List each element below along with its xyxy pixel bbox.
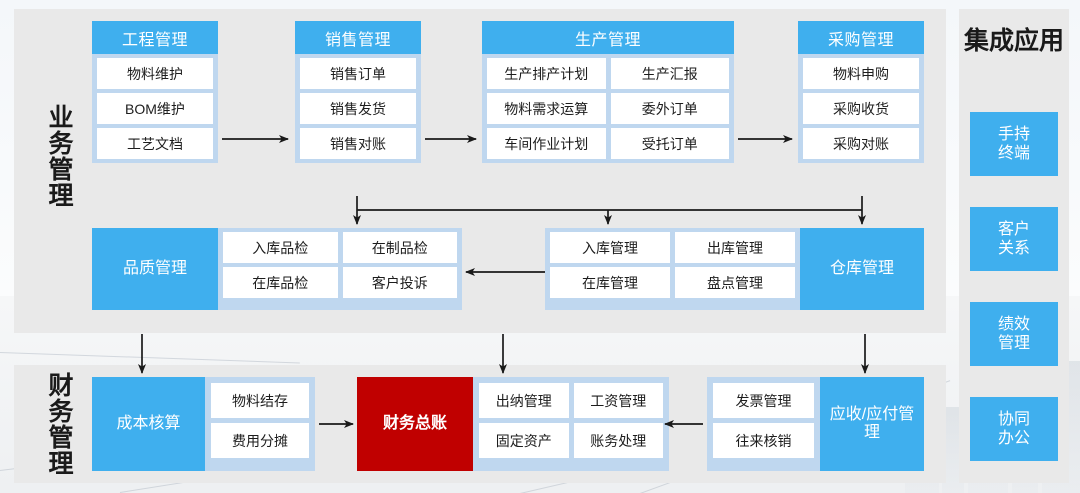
module-cell[interactable]: 销售发货: [300, 93, 416, 124]
module-cell[interactable]: 往来核销: [713, 423, 814, 458]
module-cell[interactable]: 费用分摊: [211, 423, 309, 458]
module-cell[interactable]: 出纳管理: [479, 383, 569, 418]
module-cell[interactable]: 在制品检: [342, 232, 457, 263]
group-row: 在库管理 盘点管理: [550, 267, 795, 298]
group-purchasing[interactable]: 采购管理 物料申购 采购收货 采购对账: [798, 21, 924, 163]
module-cell[interactable]: 采购对账: [803, 128, 919, 159]
group-row: 物料结存: [211, 383, 309, 418]
group-row: 在库品检 客户投诉: [223, 267, 457, 298]
group-purchasing-title: 采购管理: [798, 21, 924, 54]
group-cost-accounting-body: 物料结存 费用分摊: [205, 377, 315, 471]
rail-item-performance-management[interactable]: 绩效管理: [970, 302, 1058, 366]
group-row: 发票管理: [713, 383, 814, 418]
group-production-body: 生产排产计划 生产汇报 物料需求运算 委外订单 车间作业计划 受托订单: [482, 54, 734, 163]
group-engineering[interactable]: 工程管理 物料维护 BOM维护 工艺文档: [92, 21, 218, 163]
group-row: 工艺文档: [97, 128, 213, 159]
group-row: 销售发货: [300, 93, 416, 124]
group-cost-accounting[interactable]: 成本核算 物料结存 费用分摊: [92, 377, 315, 471]
group-sales[interactable]: 销售管理 销售订单 销售发货 销售对账: [295, 21, 421, 163]
group-row: 采购收货: [803, 93, 919, 124]
group-row: 物料申购: [803, 58, 919, 89]
group-row: 往来核销: [713, 423, 814, 458]
module-cell[interactable]: 盘点管理: [675, 267, 795, 298]
module-cell[interactable]: 委外订单: [610, 93, 729, 124]
module-cell[interactable]: 工资管理: [573, 383, 663, 418]
module-cell[interactable]: BOM维护: [97, 93, 213, 124]
group-purchasing-body: 物料申购 采购收货 采购对账: [798, 54, 924, 163]
group-row: 销售对账: [300, 128, 416, 159]
group-row: 入库品检 在制品检: [223, 232, 457, 263]
group-row: 入库管理 出库管理: [550, 232, 795, 263]
group-row: 车间作业计划 受托订单: [487, 128, 729, 159]
group-row: BOM维护: [97, 93, 213, 124]
group-production-title: 生产管理: [482, 21, 734, 54]
group-general-ledger[interactable]: 财务总账 出纳管理 工资管理 固定资产 账务处理: [357, 377, 669, 471]
module-cell[interactable]: 生产排产计划: [487, 58, 606, 89]
module-cell[interactable]: 受托订单: [610, 128, 729, 159]
module-cell[interactable]: 销售对账: [300, 128, 416, 159]
group-general-ledger-body: 出纳管理 工资管理 固定资产 账务处理: [473, 377, 669, 471]
rail-item-handheld-terminal[interactable]: 手持终端: [970, 112, 1058, 176]
module-cell[interactable]: 销售订单: [300, 58, 416, 89]
group-row: 物料需求运算 委外订单: [487, 93, 729, 124]
group-receivable-payable[interactable]: 应收/应付管理 发票管理 往来核销: [707, 377, 924, 471]
module-cell[interactable]: 采购收货: [803, 93, 919, 124]
group-receivable-payable-title: 应收/应付管理: [820, 377, 924, 471]
group-warehouse-body: 入库管理 出库管理 在库管理 盘点管理: [545, 228, 800, 310]
module-cell[interactable]: 在库管理: [550, 267, 670, 298]
module-cell[interactable]: 发票管理: [713, 383, 814, 418]
group-quality-title: 品质管理: [92, 228, 218, 310]
group-row: 费用分摊: [211, 423, 309, 458]
group-quality-body: 入库品检 在制品检 在库品检 客户投诉: [218, 228, 462, 310]
group-warehouse-title: 仓库管理: [800, 228, 924, 310]
module-cell[interactable]: 物料申购: [803, 58, 919, 89]
group-row: 采购对账: [803, 128, 919, 159]
module-cell[interactable]: 车间作业计划: [487, 128, 606, 159]
group-row: 出纳管理 工资管理: [479, 383, 663, 418]
integrated-apps-title: 集成应用: [963, 27, 1064, 55]
group-production[interactable]: 生产管理 生产排产计划 生产汇报 物料需求运算 委外订单 车间作业计划 受托订单: [482, 21, 734, 163]
background-building: [942, 407, 964, 493]
module-cell[interactable]: 物料维护: [97, 58, 213, 89]
module-cell[interactable]: 固定资产: [479, 423, 569, 458]
group-sales-body: 销售订单 销售发货 销售对账: [295, 54, 421, 163]
group-engineering-body: 物料维护 BOM维护 工艺文档: [92, 54, 218, 163]
group-row: 物料维护: [97, 58, 213, 89]
finance-section-label: 财务管理: [45, 372, 73, 476]
group-row: 固定资产 账务处理: [479, 423, 663, 458]
business-section-label: 业务管理: [45, 104, 73, 208]
module-cell[interactable]: 在库品检: [223, 267, 338, 298]
group-warehouse[interactable]: 仓库管理 入库管理 出库管理 在库管理 盘点管理: [545, 228, 924, 310]
group-receivable-payable-body: 发票管理 往来核销: [707, 377, 820, 471]
group-general-ledger-title: 财务总账: [357, 377, 473, 471]
rail-item-customer-relations[interactable]: 客户关系: [970, 207, 1058, 271]
group-quality[interactable]: 品质管理 入库品检 在制品检 在库品检 客户投诉: [92, 228, 462, 310]
module-cell[interactable]: 工艺文档: [97, 128, 213, 159]
module-cell[interactable]: 物料需求运算: [487, 93, 606, 124]
module-cell[interactable]: 客户投诉: [342, 267, 457, 298]
rail-item-collaborative-office[interactable]: 协同办公: [970, 397, 1058, 461]
group-cost-accounting-title: 成本核算: [92, 377, 205, 471]
module-cell[interactable]: 入库品检: [223, 232, 338, 263]
group-sales-title: 销售管理: [295, 21, 421, 54]
module-cell[interactable]: 入库管理: [550, 232, 670, 263]
group-row: 生产排产计划 生产汇报: [487, 58, 729, 89]
module-cell[interactable]: 账务处理: [573, 423, 663, 458]
module-cell[interactable]: 物料结存: [211, 383, 309, 418]
group-row: 销售订单: [300, 58, 416, 89]
module-cell[interactable]: 生产汇报: [610, 58, 729, 89]
group-engineering-title: 工程管理: [92, 21, 218, 54]
module-cell[interactable]: 出库管理: [675, 232, 795, 263]
